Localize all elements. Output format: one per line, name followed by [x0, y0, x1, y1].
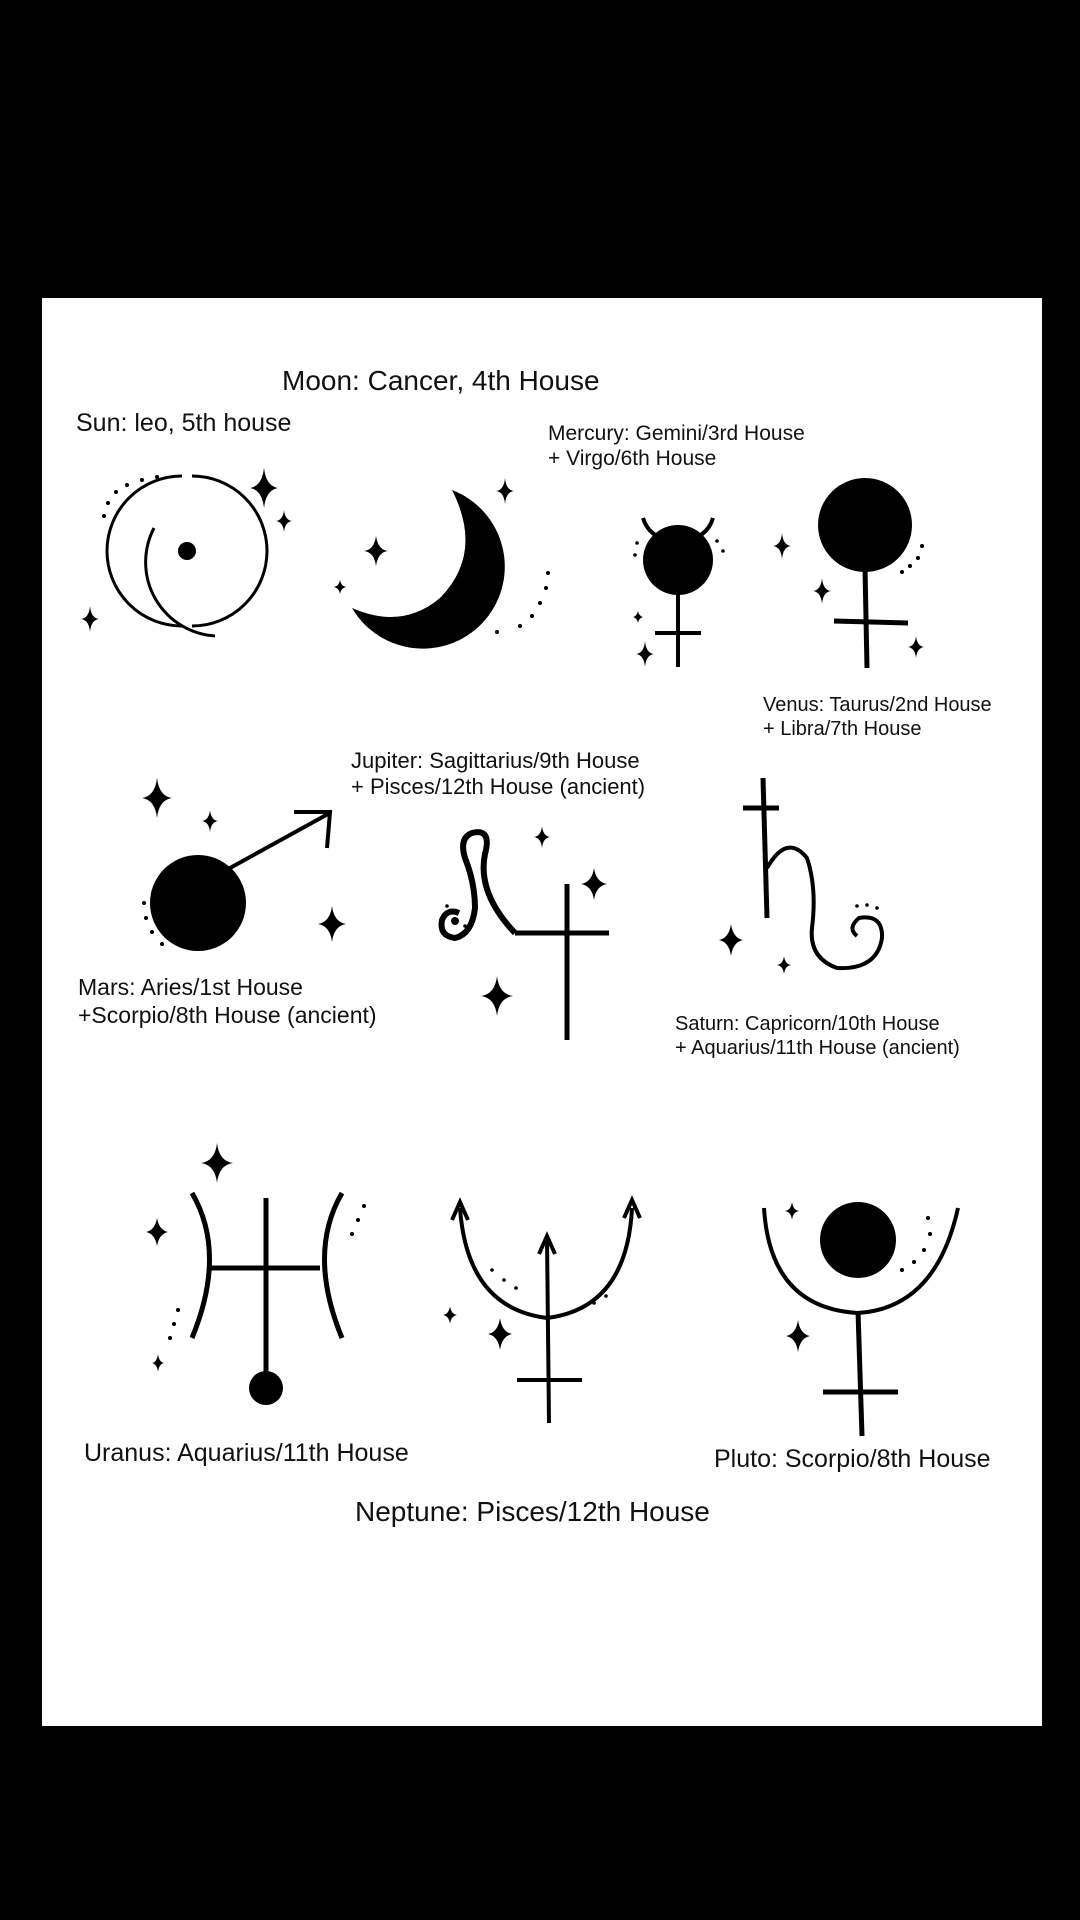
pluto-symbol-icon	[762, 1202, 960, 1437]
venus-symbol-icon	[813, 478, 924, 669]
sparkle-icon	[201, 1143, 233, 1183]
venus-label-line1: Venus: Taurus/2nd House	[763, 694, 992, 716]
venus-label-line2: + Libra/7th House	[763, 718, 922, 740]
sparkle-icon	[773, 533, 791, 559]
mercury-label: Mercury: Gemini/3rd House + Virgo/6th Ho…	[548, 421, 805, 471]
sparkle-icon	[250, 468, 278, 508]
sparkle-icon	[786, 1320, 810, 1352]
jupiter-label: Jupiter: Sagittarius/9th House + Pisces/…	[351, 748, 645, 801]
mercury-label-line2: + Virgo/6th House	[548, 447, 717, 471]
mercury-label-line1: Mercury: Gemini/3rd House	[548, 422, 805, 445]
sparkle-icon	[908, 636, 924, 658]
venus-label: Venus: Taurus/2nd House + Libra/7th Hous…	[763, 693, 992, 741]
uranus-label: Uranus: Aquarius/11th House	[84, 1439, 409, 1467]
jupiter-symbol-icon	[438, 826, 609, 1040]
pluto-label: Pluto: Scorpio/8th House	[714, 1445, 991, 1473]
neptune-label: Neptune: Pisces/12th House	[355, 1496, 710, 1527]
sparkle-icon	[581, 868, 607, 900]
mars-label-line2: +Scorpio/8th House (ancient)	[78, 1001, 377, 1028]
planet-symbols-sheet: Moon: Cancer, 4th House Sun: leo, 5th ho…	[42, 298, 1042, 1726]
mars-label-line1: Mars: Aries/1st House	[78, 974, 303, 1000]
moon-label: Moon: Cancer, 4th House	[282, 365, 600, 396]
saturn-symbol-icon	[719, 777, 885, 974]
saturn-label-line1: Saturn: Capricorn/10th House	[675, 1013, 940, 1035]
mars-symbol-icon	[142, 778, 346, 951]
neptune-symbol-icon	[443, 1195, 642, 1424]
jupiter-label-line2: + Pisces/12th House (ancient)	[351, 774, 646, 800]
sparkle-icon	[142, 778, 172, 818]
sparkle-icon	[364, 536, 388, 566]
sparkle-icon	[719, 924, 743, 956]
saturn-label-line2: + Aquarius/11th House (ancient)	[675, 1037, 960, 1059]
moon-symbol-icon	[334, 478, 550, 649]
saturn-label: Saturn: Capricorn/10th House + Aquarius/…	[675, 1012, 960, 1060]
mercury-symbol-icon	[633, 517, 791, 667]
mars-label: Mars: Aries/1st House +Scorpio/8th House…	[78, 974, 377, 1029]
sun-symbol-icon	[81, 468, 292, 638]
jupiter-label-line1: Jupiter: Sagittarius/9th House	[351, 748, 640, 773]
sparkle-icon	[488, 1318, 512, 1350]
sun-label: Sun: leo, 5th house	[76, 409, 292, 437]
uranus-symbol-icon	[146, 1143, 366, 1405]
